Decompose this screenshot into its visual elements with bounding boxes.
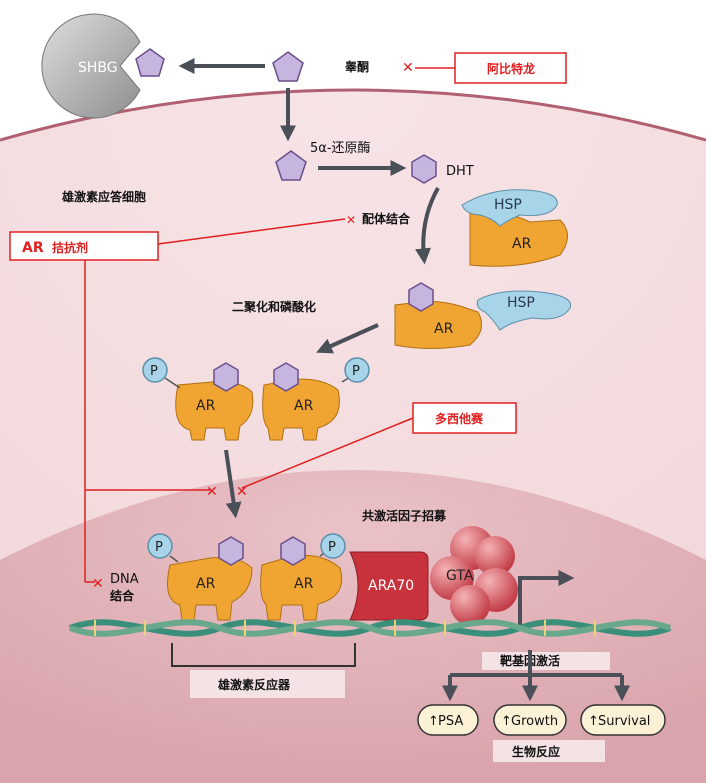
pentagon-testosterone — [272, 51, 304, 82]
abiraterone-box — [454, 52, 567, 84]
shbg-label: SHBG — [78, 60, 118, 76]
ar-dimer-nucleus: AR AR P P — [147, 533, 346, 621]
five-alpha-label: 5α-还原酶 — [310, 140, 371, 156]
arrow-into-nucleus — [224, 449, 242, 519]
dimer-ar-right: AR — [294, 398, 314, 414]
dimer-x-2: ✕ — [236, 484, 248, 500]
hexagon-dht — [411, 154, 437, 184]
docetaxel-box — [412, 402, 517, 434]
ar-top-label: AR — [512, 236, 532, 252]
bio-response-label: 生物反应 — [512, 744, 560, 759]
dimer-x-1: ✕ — [206, 484, 218, 500]
abiraterone-x: ✕ — [402, 60, 414, 76]
docetaxel-line — [241, 417, 414, 489]
cell-label: 雄激素应答细胞 — [61, 189, 146, 204]
growth-pill: ↑ Growth — [493, 704, 567, 736]
pentagon-2 — [275, 150, 307, 181]
target-gene-bg — [482, 652, 610, 670]
survival-arrow-icon: ↑ — [588, 714, 599, 729]
dna-binding-label-a: DNA — [110, 572, 139, 587]
ar-antagonist-label-a: AR — [22, 240, 44, 256]
testosterone-label: 睾酮 — [345, 59, 369, 74]
ar-mid-label: AR — [434, 321, 454, 337]
pentagon-shbg — [135, 48, 165, 77]
antagonist-line-ligand — [157, 218, 346, 245]
ligand-binding-label: 配体结合 — [362, 211, 411, 226]
ara70-label: ARA70 — [368, 578, 414, 594]
hsp-top-label: HSP — [494, 197, 522, 213]
gta-cluster: GTA — [430, 526, 518, 625]
coactivator-label: 共激活因子招募 — [362, 508, 447, 523]
bio-response-bg — [493, 740, 605, 762]
are-bracket — [171, 643, 356, 667]
p-label-4: P — [328, 540, 336, 555]
are-bg — [190, 670, 345, 698]
dna-binding-label-b: 结合 — [110, 588, 135, 603]
psa-arrow-icon: ↑ — [428, 714, 439, 729]
abiraterone-label: 阿比特龙 — [487, 61, 535, 76]
p-label-3: P — [155, 540, 163, 555]
psa-label: PSA — [438, 714, 463, 729]
ar-antagonist-label-b: 拮抗剂 — [52, 240, 88, 255]
transcription-arrow — [518, 570, 575, 630]
dimer-ar-left: AR — [196, 398, 216, 414]
psa-pill: ↑ PSA — [417, 704, 479, 736]
dna-helix — [68, 619, 672, 637]
p-label-1: P — [150, 364, 158, 379]
growth-arrow-icon: ↑ — [501, 714, 512, 729]
nuc-ar-left: AR — [196, 576, 216, 592]
ar-antagonist-box — [9, 231, 159, 261]
p-label-2: P — [352, 364, 360, 379]
ar-hsp-complex-top: HSP AR — [461, 189, 568, 267]
hsp-mid-label: HSP — [507, 295, 535, 311]
ligand-x: ✕ — [346, 213, 356, 227]
arrow-to-dimer — [316, 323, 379, 354]
ar-hsp-complex-mid: AR HSP — [394, 282, 572, 349]
survival-label: Survival — [598, 714, 650, 729]
docetaxel-label: 多西他赛 — [435, 411, 484, 426]
response-arrows — [442, 650, 630, 702]
survival-pill: ↑ Survival — [580, 704, 666, 736]
arrow-dht-down — [415, 187, 440, 265]
nuc-ar-right: AR — [294, 576, 314, 592]
are-label: 雄激素反应器 — [217, 677, 291, 692]
ar-dimer-cytoplasm: AR AR P P — [142, 357, 370, 441]
shbg-protein: SHBG — [41, 13, 141, 119]
growth-label: Growth — [511, 714, 558, 729]
ara70-protein — [349, 551, 429, 621]
dht-label: DHT — [446, 164, 474, 179]
dimerization-label: 二聚化和磷酸化 — [232, 299, 316, 314]
dna-x: ✕ — [92, 576, 104, 592]
gta-label: GTA — [446, 568, 474, 584]
